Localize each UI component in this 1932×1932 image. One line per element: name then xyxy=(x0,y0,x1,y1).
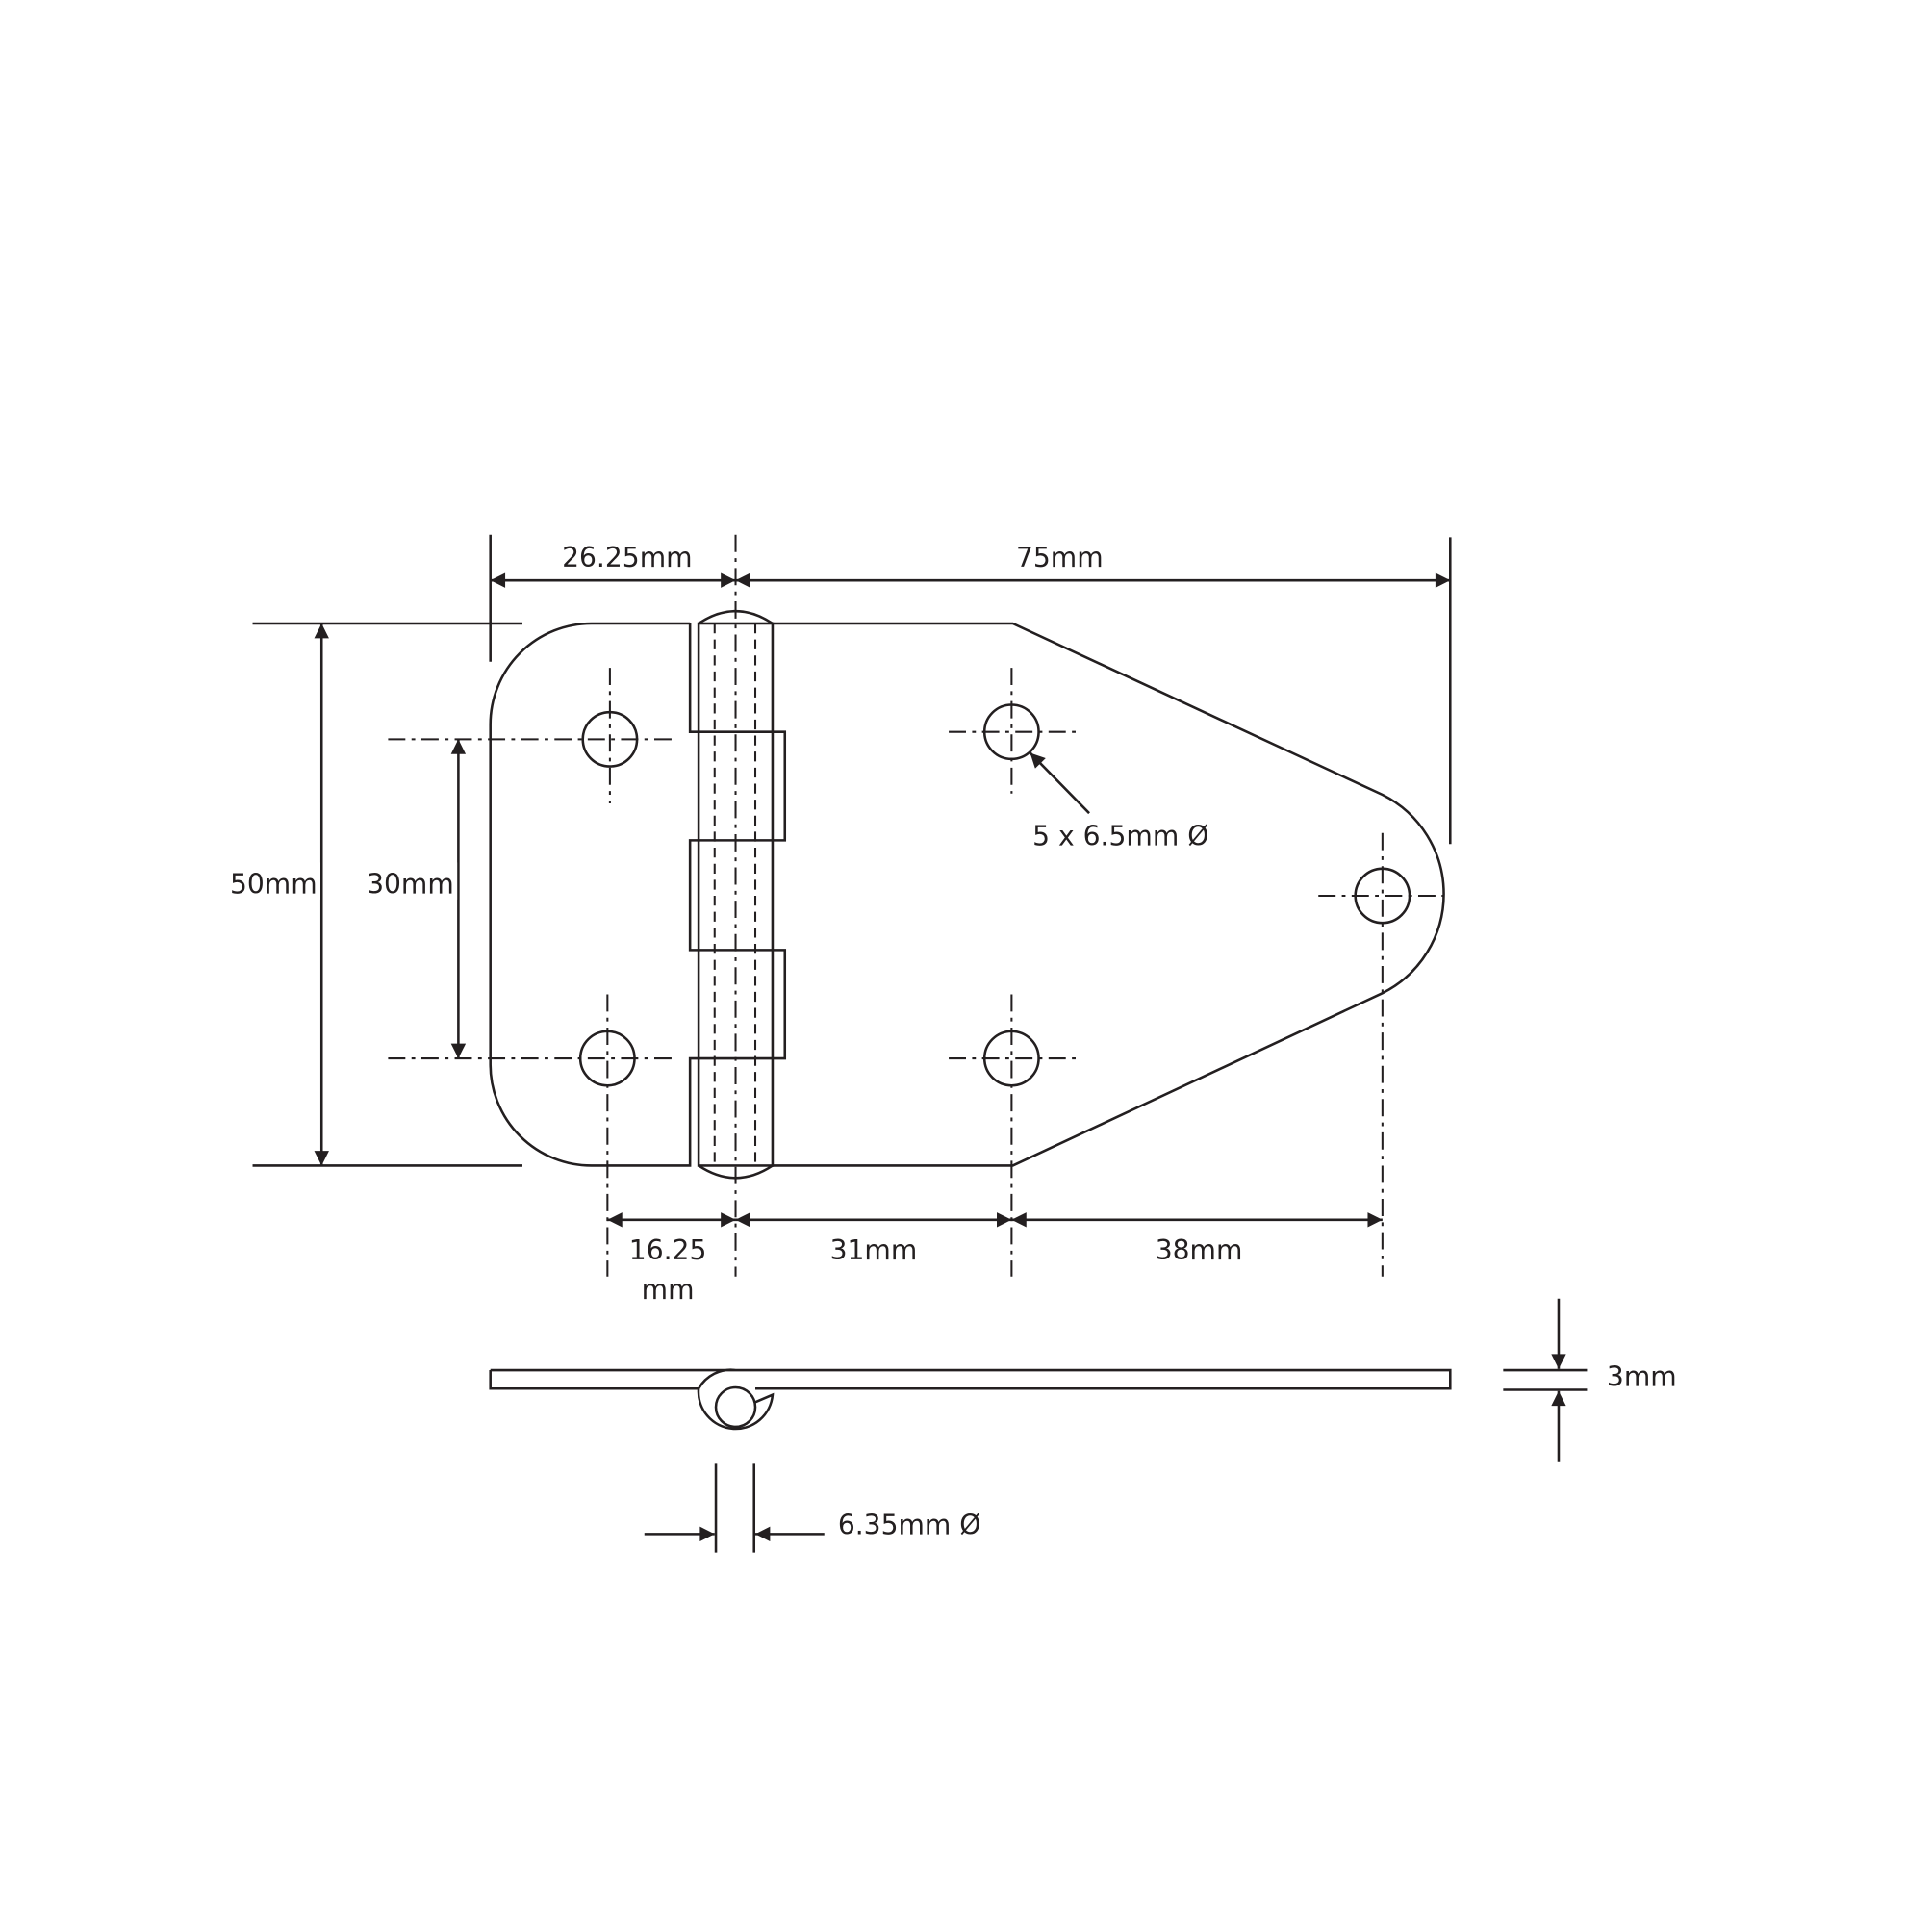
hole-callout-label: 5 x 6.5mm Ø xyxy=(1032,821,1208,852)
dim-label-pin: 6.35mm Ø xyxy=(838,1509,981,1540)
left-leaf-outline xyxy=(489,622,787,1167)
dim-label-16-25: 16.25 xyxy=(629,1234,707,1266)
dim-label-50: 50mm xyxy=(230,868,318,900)
dim-label-thickness: 3mm xyxy=(1607,1361,1677,1393)
dim-label-26-25: 26.25mm xyxy=(562,542,692,573)
side-view-pin xyxy=(714,1385,757,1429)
hole-callout-leader xyxy=(1029,751,1090,815)
hinge-barrel xyxy=(697,622,775,1167)
side-view-profile xyxy=(489,1368,1452,1431)
dim-label-16-25-unit: mm xyxy=(642,1274,695,1306)
hole-centerlines xyxy=(388,668,1444,1277)
dim-label-75: 75mm xyxy=(1016,542,1104,573)
right-leaf-outline xyxy=(772,622,1445,1167)
dim-label-31: 31mm xyxy=(830,1234,918,1266)
dim-label-38: 38mm xyxy=(1156,1234,1243,1266)
mounting-holes xyxy=(578,703,1411,1087)
dim-label-30: 30mm xyxy=(367,868,454,900)
